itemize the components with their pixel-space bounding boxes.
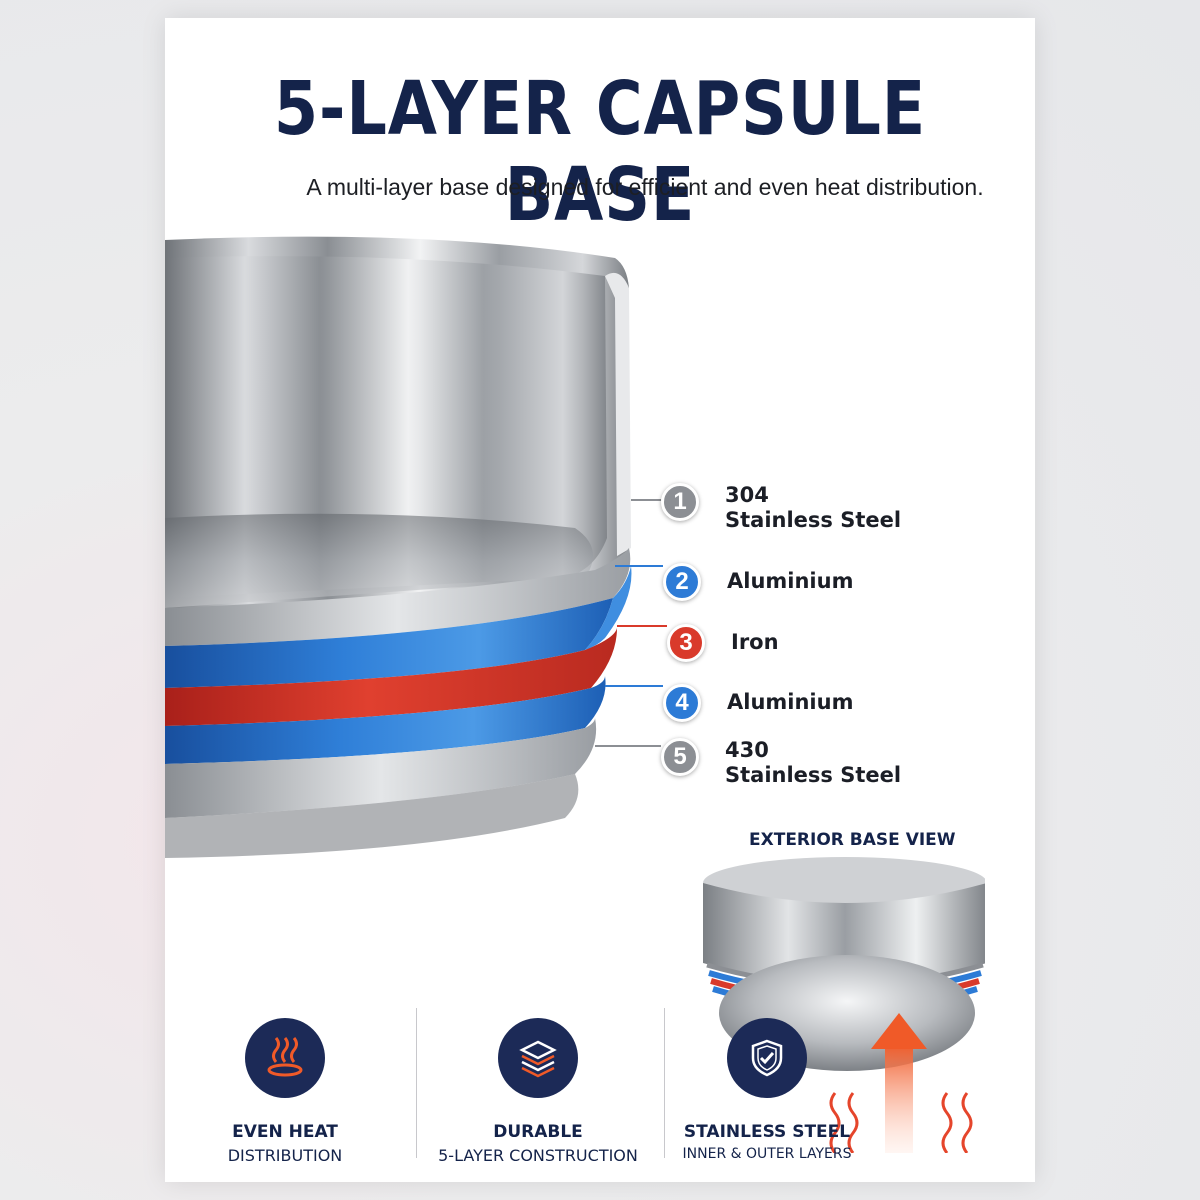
feature-title: STAINLESS STEEL bbox=[683, 1122, 851, 1142]
feature-subtitle: DISTRIBUTION bbox=[227, 1146, 343, 1165]
layer-number-badge: 1 bbox=[661, 483, 699, 521]
layer-number-badge: 4 bbox=[663, 684, 701, 722]
layer-label: Aluminium bbox=[727, 690, 854, 714]
exterior-view-title: EXTERIOR BASE VIEW bbox=[749, 830, 956, 850]
layer-label: Iron bbox=[731, 630, 779, 654]
infographic-card: 5-LAYER CAPSULE BASE A multi-layer base … bbox=[165, 18, 1035, 1182]
layer-callout-1: 1 304 Stainless Steel bbox=[661, 483, 901, 533]
layer-label: 304 Stainless Steel bbox=[725, 483, 902, 533]
layer-number-badge: 3 bbox=[667, 624, 705, 662]
shield-check-icon bbox=[727, 1018, 807, 1098]
feature-divider bbox=[664, 1008, 665, 1158]
feature-title: DURABLE bbox=[493, 1122, 583, 1142]
layer-callout-3: 3 Iron bbox=[667, 624, 779, 662]
layer-number-badge: 2 bbox=[663, 563, 701, 601]
feature-stainless: STAINLESS STEEL INNER & OUTER LAYERS bbox=[677, 1018, 857, 1162]
layer-label: Aluminium bbox=[727, 569, 854, 593]
layer-callout-5: 5 430 Stainless Steel bbox=[661, 738, 901, 788]
layer-number-badge: 5 bbox=[661, 738, 699, 776]
page-title: 5-LAYER CAPSULE BASE bbox=[273, 66, 927, 238]
layer-label: 430 Stainless Steel bbox=[725, 738, 902, 788]
feature-durable: DURABLE 5-LAYER CONSTRUCTION bbox=[430, 1018, 646, 1165]
layer-callout-4: 4 Aluminium bbox=[663, 684, 853, 722]
pan-layers-illustration bbox=[165, 236, 667, 858]
page-subtitle: A multi-layer base designed for efficien… bbox=[306, 174, 984, 200]
feature-subtitle: 5-LAYER CONSTRUCTION bbox=[438, 1146, 638, 1165]
heat-waves-icon bbox=[245, 1018, 325, 1098]
feature-even-heat: EVEN HEAT DISTRIBUTION bbox=[205, 1018, 365, 1165]
feature-divider bbox=[416, 1008, 417, 1158]
feature-title: EVEN HEAT bbox=[232, 1122, 338, 1142]
layer-callout-2: 2 Aluminium bbox=[663, 563, 853, 601]
feature-subtitle: INNER & OUTER LAYERS bbox=[682, 1146, 852, 1162]
layers-icon bbox=[498, 1018, 578, 1098]
